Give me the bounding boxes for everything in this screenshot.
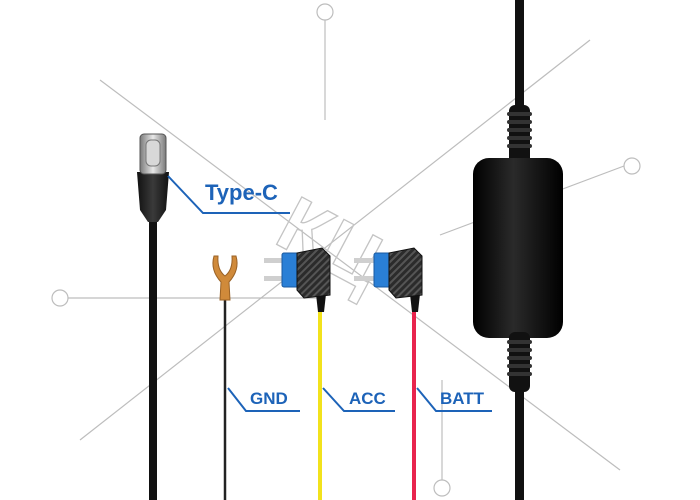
lower-strain-relief xyxy=(507,332,532,392)
type-c-cable xyxy=(137,133,169,500)
batt-label: BATT xyxy=(440,389,485,408)
batt-pointer-line xyxy=(416,387,492,412)
gnd-wire xyxy=(212,255,238,500)
converter-module xyxy=(473,0,563,500)
gnd-label: GND xyxy=(250,389,288,408)
fork-terminal xyxy=(212,255,238,301)
upper-strain-relief xyxy=(507,105,532,165)
acc-label: ACC xyxy=(349,389,386,408)
type-c-strain-relief xyxy=(137,172,169,222)
converter-box xyxy=(473,158,563,338)
type-c-pointer-line xyxy=(167,175,290,214)
acc-pointer-line xyxy=(322,387,395,412)
batt-fuse-tap xyxy=(354,247,423,500)
acc-fuse-tap xyxy=(264,247,331,500)
gnd-pointer-line xyxy=(227,387,300,412)
type-c-label: Type-C xyxy=(205,180,278,205)
